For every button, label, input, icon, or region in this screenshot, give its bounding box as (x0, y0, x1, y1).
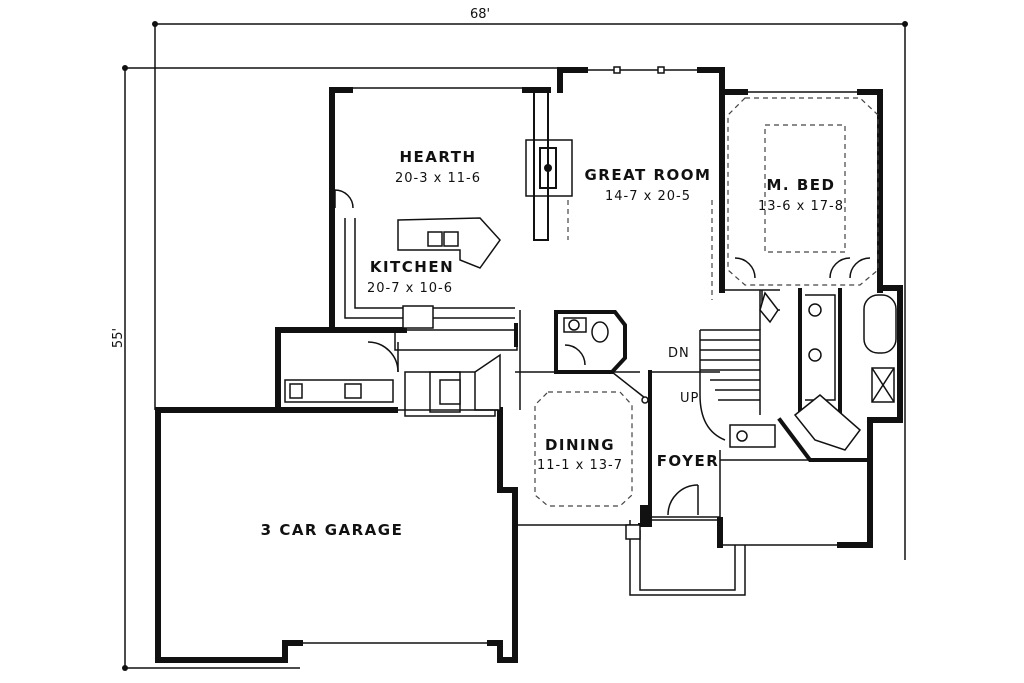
laundry (284, 329, 518, 417)
garage-name: 3 CAR GARAGE (261, 521, 404, 539)
master-bed-name: M. BED (767, 176, 836, 194)
dimension-lines (122, 21, 908, 671)
stairs-down-label: DN (668, 346, 690, 361)
kitchen-counters (334, 189, 515, 329)
ceiling-lines (534, 97, 879, 507)
master-bath (729, 257, 897, 462)
porch (625, 484, 746, 596)
stairs-up-label: UP (680, 391, 699, 406)
overall-depth-label: 55' (111, 328, 126, 348)
great-room-size: 14-7 x 20-5 (605, 189, 691, 204)
foyer-name: FOYER (657, 452, 720, 470)
dining-size: 11-1 x 13-7 (537, 458, 623, 473)
staircase (699, 290, 761, 441)
master-bed-size: 13-6 x 17-8 (758, 199, 844, 214)
powder-room (554, 310, 649, 404)
overall-width-label: 68' (470, 7, 490, 22)
dining-name: DINING (545, 436, 615, 454)
kitchen-name: KITCHEN (370, 258, 454, 276)
exterior-walls (155, 66, 903, 663)
fireplace (525, 89, 573, 241)
hearth-room-name: HEARTH (399, 148, 476, 166)
hearth-room-size: 20-3 x 11-6 (395, 171, 481, 186)
great-room-name: GREAT ROOM (585, 166, 712, 184)
kitchen-size: 20-7 x 10-6 (367, 281, 453, 296)
